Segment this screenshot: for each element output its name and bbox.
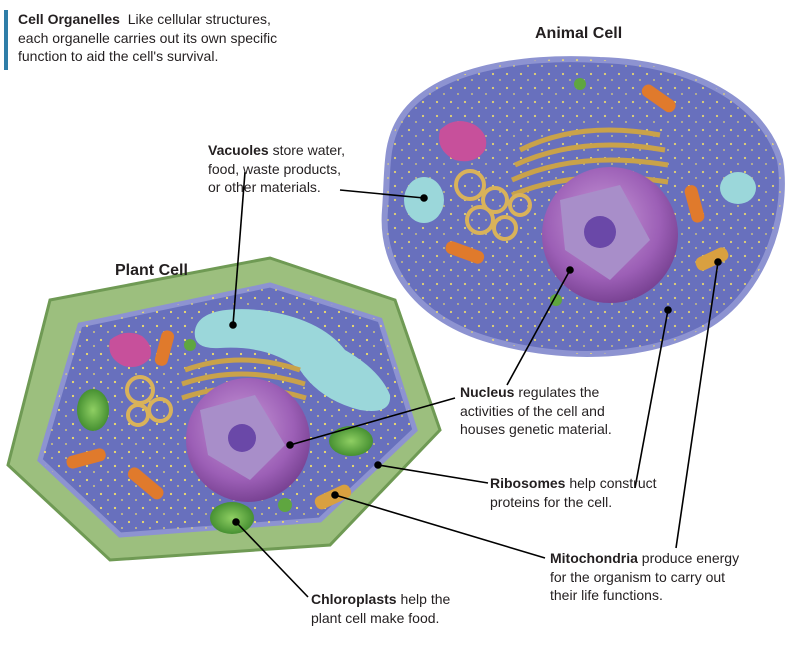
leader-nucleus-plant xyxy=(289,397,456,446)
term-chloroplasts: Chloroplasts xyxy=(311,591,397,607)
plant-er xyxy=(125,375,173,427)
plant-cell xyxy=(6,256,442,562)
animal-smooth-er xyxy=(439,121,487,162)
animal-mitochondrion xyxy=(445,241,485,264)
plant-mitochondrion xyxy=(154,330,175,366)
label-line: help the xyxy=(400,591,451,607)
intro-line: Like cellular structures, xyxy=(127,11,271,27)
intro-line: function to aid the cell's survival. xyxy=(18,48,219,64)
animal-mitochondrion xyxy=(684,185,705,223)
plant-cell-title: Plant Cell xyxy=(115,262,188,279)
leader-lines xyxy=(229,171,722,598)
leader-chloroplasts xyxy=(235,521,309,598)
term-vacuoles: Vacuoles xyxy=(208,142,269,158)
animal-cell xyxy=(381,56,785,357)
animal-mitochondrion xyxy=(695,247,729,271)
term-nucleus: Nucleus xyxy=(460,384,515,400)
label-line: their life functions. xyxy=(550,587,663,603)
label-line: for the organism to carry out xyxy=(550,568,726,585)
label-line: regulates the xyxy=(518,384,600,400)
label-line: produce energy xyxy=(641,550,740,566)
label-chloroplasts: Chloroplasts help the plant cell make fo… xyxy=(311,590,491,627)
plant-mitochondrion xyxy=(66,448,106,469)
plant-chloroplast xyxy=(210,502,254,534)
leader-mitochondria-plant xyxy=(334,494,546,559)
animal-er xyxy=(454,169,532,241)
label-line: houses genetic material. xyxy=(460,421,612,437)
intro-heading: Cell Organelles xyxy=(18,11,120,27)
label-line: help construct xyxy=(569,475,657,491)
plant-mitochondrion xyxy=(127,467,164,500)
plant-chloroplast xyxy=(329,426,373,456)
label-vacuoles: Vacuoles store water, food, waste produc… xyxy=(208,141,378,197)
label-line: store water, xyxy=(272,142,345,158)
term-mitochondria: Mitochondria xyxy=(550,550,638,566)
intro-text: Cell Organelles Like cellular structures… xyxy=(18,10,338,66)
plant-chloroplast xyxy=(77,389,109,431)
animal-vacuole-right xyxy=(720,172,756,204)
leader-vacuoles-plant xyxy=(232,171,246,326)
leader-ribosomes-animal xyxy=(634,309,669,489)
label-nucleus: Nucleus regulates the activities of the … xyxy=(460,383,660,439)
leader-vacuoles-animal xyxy=(339,189,425,199)
plant-smooth-er xyxy=(109,332,151,367)
intro-accent-bar xyxy=(4,10,8,70)
label-mitochondria: Mitochondria produce energy for the orga… xyxy=(550,549,790,605)
label-ribosomes: Ribosomes help construct proteins for th… xyxy=(490,474,690,511)
label-line: plant cell make food. xyxy=(311,609,440,626)
animal-mitochondrion xyxy=(641,84,676,113)
label-line: activities of the cell and xyxy=(460,402,605,419)
leader-mitochondria-animal xyxy=(675,261,719,549)
label-line: food, waste products, xyxy=(208,160,342,177)
leader-ribosomes-plant xyxy=(377,464,489,484)
label-line: or other materials. xyxy=(208,179,321,195)
label-line: proteins for the cell. xyxy=(490,493,613,510)
plant-central-vacuole xyxy=(194,309,391,411)
leader-nucleus-animal xyxy=(506,269,571,386)
intro-line: each organelle carries out its own speci… xyxy=(18,29,278,46)
term-ribosomes: Ribosomes xyxy=(490,475,566,491)
animal-cell-title: Animal Cell xyxy=(535,25,623,42)
